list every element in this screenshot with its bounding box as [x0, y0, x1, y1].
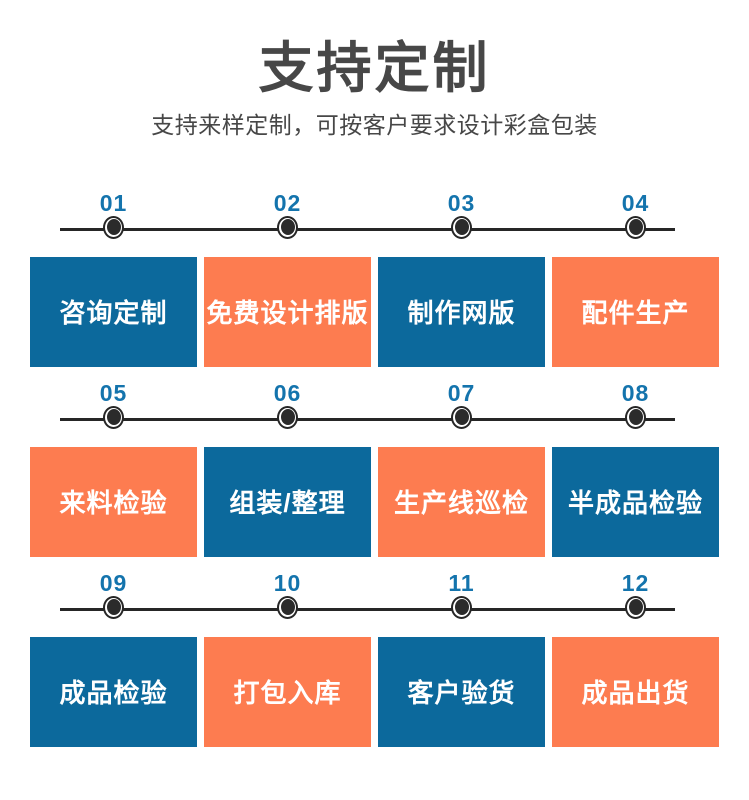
step-label: 打包入库	[233, 678, 342, 709]
step-number: 05	[99, 379, 128, 406]
step-number: 06	[273, 379, 302, 406]
timeline-line	[60, 607, 675, 611]
timeline-step: 02	[204, 191, 371, 241]
step-box: 客户验货	[378, 636, 545, 747]
step-number: 10	[273, 569, 302, 596]
timeline-dot	[451, 215, 472, 239]
timeline-dot	[451, 595, 472, 619]
step-number: 02	[273, 189, 302, 216]
step-box: 制作网版	[378, 256, 545, 367]
process-flow: 01 02 03 04 咨询定制 免费设计排版 制作网版 配件生产 05 06 07 08 来料检验 组装…	[0, 191, 749, 747]
step-number: 08	[621, 379, 650, 406]
timeline-step: 04	[552, 191, 719, 241]
step-number: 09	[99, 569, 128, 596]
timeline-dot-core	[454, 599, 469, 616]
timeline-dot-core	[106, 599, 121, 616]
timeline-columns: 05 06 07 08	[30, 381, 719, 431]
timeline-dot	[625, 215, 646, 239]
timeline-step: 07	[378, 381, 545, 431]
timeline-dot-core	[628, 219, 643, 236]
timeline-columns: 09 10 11 12	[30, 571, 719, 621]
timeline-dot-core	[628, 409, 643, 426]
timeline-step: 05	[30, 381, 197, 431]
step-label: 客户验货	[407, 678, 516, 709]
page-title: 支持定制	[258, 37, 491, 99]
timeline-dot-core	[280, 409, 295, 426]
step-label: 组装/整理	[229, 488, 346, 519]
timeline: 05 06 07 08	[30, 381, 719, 431]
step-box: 成品检验	[30, 636, 197, 747]
step-box: 咨询定制	[30, 256, 197, 367]
timeline-dot	[103, 215, 124, 239]
timeline-dot	[103, 405, 124, 429]
step-box: 成品出货	[552, 636, 719, 747]
process-row: 01 02 03 04 咨询定制 免费设计排版 制作网版 配件生产	[30, 191, 719, 367]
step-box: 配件生产	[552, 256, 719, 367]
step-number: 04	[621, 189, 650, 216]
timeline-columns: 01 02 03 04	[30, 191, 719, 241]
step-boxes: 咨询定制 免费设计排版 制作网版 配件生产	[30, 256, 719, 367]
step-label: 配件生产	[581, 298, 690, 329]
header: 支持定制 支持来样定制，可按客户要求设计彩盒包装	[0, 0, 749, 139]
step-box: 半成品检验	[552, 446, 719, 557]
step-box: 打包入库	[204, 636, 371, 747]
step-box: 来料检验	[30, 446, 197, 557]
timeline-dot-core	[280, 599, 295, 616]
step-label: 制作网版	[407, 298, 516, 329]
timeline-step: 03	[378, 191, 545, 241]
step-number: 07	[447, 379, 476, 406]
timeline-step: 08	[552, 381, 719, 431]
timeline-dot-core	[628, 599, 643, 616]
timeline-dot	[277, 405, 298, 429]
timeline-dot-core	[280, 219, 295, 236]
timeline-step: 01	[30, 191, 197, 241]
timeline-dot-core	[106, 219, 121, 236]
timeline-step: 11	[378, 571, 545, 621]
timeline-dot	[277, 215, 298, 239]
timeline-dot	[277, 595, 298, 619]
timeline-dot-core	[106, 409, 121, 426]
process-row: 09 10 11 12 成品检验 打包入库 客户验货 成品出货	[30, 571, 719, 747]
step-boxes: 来料检验 组装/整理 生产线巡检 半成品检验	[30, 446, 719, 557]
step-label: 成品出货	[581, 678, 690, 709]
step-label: 半成品检验	[567, 488, 703, 519]
timeline-dot	[625, 595, 646, 619]
step-number: 01	[99, 189, 128, 216]
step-label: 免费设计排版	[206, 298, 369, 329]
timeline-dot-core	[454, 219, 469, 236]
timeline-dot	[103, 595, 124, 619]
step-label: 咨询定制	[59, 298, 168, 329]
step-box: 组装/整理	[204, 446, 371, 557]
step-label: 成品检验	[59, 678, 168, 709]
step-label: 来料检验	[59, 488, 168, 519]
process-row: 05 06 07 08 来料检验 组装/整理 生产线巡检 半成品检验	[30, 381, 719, 557]
timeline-step: 09	[30, 571, 197, 621]
timeline-dot	[451, 405, 472, 429]
step-boxes: 成品检验 打包入库 客户验货 成品出货	[30, 636, 719, 747]
timeline-step: 12	[552, 571, 719, 621]
timeline-step: 10	[204, 571, 371, 621]
step-box: 免费设计排版	[204, 256, 371, 367]
step-number: 11	[448, 569, 475, 596]
step-label: 生产线巡检	[393, 488, 529, 519]
step-number: 12	[621, 569, 650, 596]
step-box: 生产线巡检	[378, 446, 545, 557]
step-number: 03	[447, 189, 476, 216]
timeline-dot-core	[454, 409, 469, 426]
page-subtitle: 支持来样定制，可按客户要求设计彩盒包装	[151, 111, 598, 138]
timeline: 01 02 03 04	[30, 191, 719, 241]
timeline-step: 06	[204, 381, 371, 431]
timeline: 09 10 11 12	[30, 571, 719, 621]
timeline-line	[60, 227, 675, 231]
timeline-line	[60, 417, 675, 421]
customization-infographic: 支持定制 支持来样定制，可按客户要求设计彩盒包装 01 02 03 04 咨询定制 免费设…	[0, 0, 749, 747]
timeline-dot	[625, 405, 646, 429]
